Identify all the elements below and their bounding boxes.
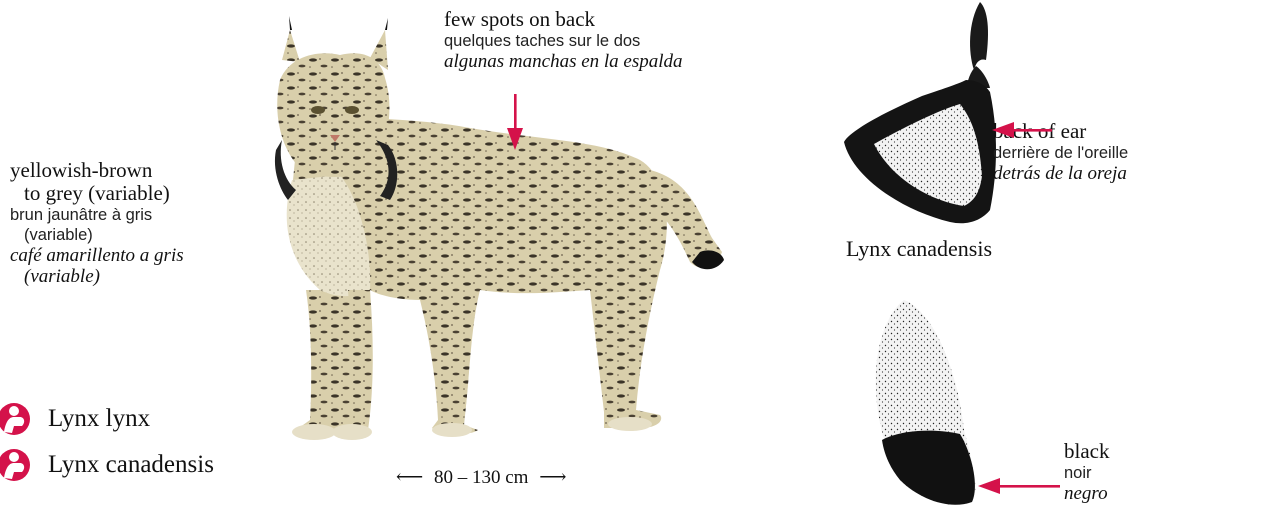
- ear-illustration: [830, 0, 1010, 240]
- ear-fr: derrière de l'oreille: [993, 143, 1128, 163]
- tail-en: black: [1064, 440, 1109, 463]
- ear-es: detrás de la oreja: [993, 163, 1128, 184]
- ear-arrow-icon: [992, 120, 1052, 140]
- dimension-left-arrow-icon: ⟵: [396, 467, 423, 488]
- tail-arrow-icon: [978, 476, 1060, 496]
- spots-en: few spots on back: [444, 8, 683, 31]
- dimension-right-arrow-icon: ⟶: [539, 467, 566, 488]
- size-dimension: ⟵ 80 – 130 cm ⟶: [396, 466, 566, 489]
- spots-label: few spots on back quelques taches sur le…: [444, 8, 683, 72]
- tail-label: black noir negro: [1064, 440, 1109, 504]
- tail-fr: noir: [1064, 463, 1109, 483]
- tail-es: negro: [1064, 483, 1109, 504]
- spots-fr: quelques taches sur le dos: [444, 31, 683, 51]
- spots-es: algunas manchas en la espalda: [444, 51, 683, 72]
- size-label: 80 – 130 cm: [434, 467, 528, 488]
- spots-arrow-icon: [504, 94, 526, 152]
- ear-caption: Lynx canadensis: [846, 236, 992, 262]
